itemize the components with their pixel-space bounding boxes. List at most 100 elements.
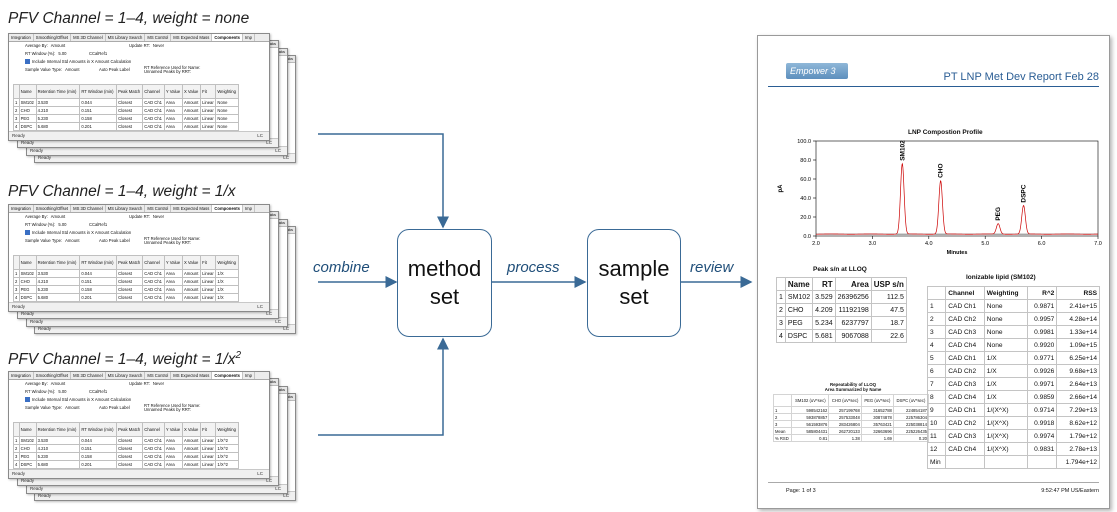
page-number: Page: 1 of 3 bbox=[786, 488, 816, 494]
include-label: Include Internal Std Amounts in X Amount… bbox=[32, 230, 132, 235]
include-checkbox[interactable] bbox=[25, 397, 30, 403]
column-header[interactable]: X Value bbox=[181, 422, 202, 437]
tab-ms-3d-channel[interactable]: MS 3D Channel bbox=[71, 205, 106, 212]
table-cell: 2 bbox=[772, 413, 793, 421]
include-checkbox[interactable] bbox=[25, 59, 30, 65]
tab-ms-library-search[interactable]: MS Library Search bbox=[106, 34, 146, 41]
rt-window-value[interactable]: 5.00 bbox=[58, 222, 67, 227]
tab-ms-expected-mass[interactable]: MS Expected Mass bbox=[171, 372, 213, 379]
update-rt-label: Update RT: bbox=[129, 43, 150, 48]
tab-ms-expected-mass[interactable]: MS Expected Mass bbox=[171, 34, 213, 41]
table-cell: 0.9918 bbox=[1026, 416, 1058, 430]
column-header[interactable]: Retention Time (min) bbox=[35, 84, 81, 99]
column-header[interactable]: Weighting bbox=[215, 422, 239, 437]
rt-window-value[interactable]: 5.00 bbox=[58, 389, 67, 394]
table-cell: 0.81 bbox=[791, 434, 830, 442]
lc-label: LC bbox=[266, 311, 272, 316]
column-header[interactable]: Name bbox=[18, 422, 37, 437]
tab-ms-3d-channel[interactable]: MS 3D Channel bbox=[71, 34, 106, 41]
tab-components[interactable]: Components bbox=[212, 205, 243, 212]
tab-ms-expected-mass[interactable]: MS Expected Mass bbox=[171, 205, 213, 212]
table-cell: PEG bbox=[784, 316, 814, 330]
column-header: Weighting bbox=[983, 286, 1028, 300]
average-by-value[interactable]: Amount bbox=[50, 214, 66, 219]
update-rt-value[interactable]: Never bbox=[152, 43, 165, 48]
tab-integration[interactable]: Integration bbox=[9, 34, 34, 41]
auto-peak-label[interactable]: Auto Peak Label bbox=[99, 238, 130, 243]
status-text: Ready bbox=[21, 140, 35, 145]
column-header[interactable]: Retention Time (min) bbox=[35, 255, 81, 270]
process-label: process bbox=[507, 259, 560, 276]
tab-smoothing-offset[interactable]: Smoothing/Offset bbox=[34, 372, 72, 379]
tab-integration[interactable]: Integration bbox=[9, 372, 34, 379]
status-text: Ready bbox=[12, 471, 26, 476]
update-rt-value[interactable]: Never bbox=[152, 214, 165, 219]
tab-imp[interactable]: Imp bbox=[243, 372, 255, 379]
column-header[interactable]: Channel bbox=[142, 84, 165, 99]
table-cell: Min bbox=[926, 455, 947, 469]
review-label: review bbox=[690, 259, 734, 276]
tab-components[interactable]: Components bbox=[212, 372, 243, 379]
column-header[interactable]: Name bbox=[18, 84, 37, 99]
include-checkbox[interactable] bbox=[25, 230, 30, 236]
tab-ms-control[interactable]: MS Control bbox=[145, 372, 172, 379]
table-cell: DSPC bbox=[18, 293, 37, 302]
column-header[interactable]: Name bbox=[18, 255, 37, 270]
table-cell: 257533048 bbox=[828, 413, 862, 421]
table-cell: SM102 bbox=[784, 290, 814, 304]
tab-ms-library-search[interactable]: MS Library Search bbox=[106, 372, 146, 379]
update-rt-value[interactable]: Never bbox=[152, 381, 165, 386]
tab-ms-3d-channel[interactable]: MS 3D Channel bbox=[71, 372, 106, 379]
sample-value-select[interactable]: Amount bbox=[65, 405, 80, 410]
tab-imp[interactable]: Imp bbox=[243, 205, 255, 212]
tab-smoothing-offset[interactable]: Smoothing/Offset bbox=[34, 205, 72, 212]
rt-reference-label: RT Reference Used for Name: bbox=[144, 65, 201, 70]
rep-title-1: Repeatability of LLOQ bbox=[829, 382, 877, 387]
include-row: Include Internal Std Amounts in X Amount… bbox=[9, 396, 269, 404]
column-header[interactable]: Peak Match bbox=[116, 422, 144, 437]
lc-label: LC bbox=[257, 133, 263, 138]
sample-value-select[interactable]: Amount bbox=[65, 67, 80, 72]
rt-window-value[interactable]: 5.00 bbox=[58, 51, 67, 56]
auto-peak-label[interactable]: Auto Peak Label bbox=[99, 67, 130, 72]
sample-value-select[interactable]: Amount bbox=[65, 238, 80, 243]
average-by-value[interactable]: Amount bbox=[50, 43, 66, 48]
table-cell: CAD Ch2 bbox=[945, 312, 985, 326]
tab-ms-control[interactable]: MS Control bbox=[145, 34, 172, 41]
column-header[interactable]: Weighting bbox=[215, 255, 239, 270]
column-header[interactable]: Fit bbox=[200, 84, 217, 99]
table-cell: 1.79e+12 bbox=[1056, 429, 1100, 443]
table-cell: 6 bbox=[926, 364, 947, 378]
average-by-value[interactable]: Amount bbox=[50, 381, 66, 386]
tab-components[interactable]: Components bbox=[212, 34, 243, 41]
table-cell: CAD Ch3 bbox=[945, 325, 985, 339]
column-header[interactable]: Fit bbox=[200, 422, 217, 437]
tab-smoothing-offset[interactable]: Smoothing/Offset bbox=[34, 34, 72, 41]
tab-ms-control[interactable]: MS Control bbox=[145, 205, 172, 212]
table-cell: Closest bbox=[116, 122, 144, 131]
table-cell: Closest bbox=[116, 293, 144, 302]
table-cell: 30874878 bbox=[860, 413, 894, 421]
column-header[interactable]: Channel bbox=[142, 255, 165, 270]
column-header[interactable]: RT Window (min) bbox=[79, 422, 118, 437]
tab-integration[interactable]: Integration bbox=[9, 205, 34, 212]
average-by-label: Average By: bbox=[25, 381, 48, 386]
column-header[interactable]: X Value bbox=[181, 84, 202, 99]
table-cell: 8.62e+12 bbox=[1056, 416, 1100, 430]
column-header[interactable]: Weighting bbox=[215, 84, 239, 99]
tab-imp[interactable]: Imp bbox=[243, 34, 255, 41]
table-cell: 5.680 bbox=[35, 293, 81, 302]
lc-label: LC bbox=[283, 155, 289, 160]
peak-section-title: Peak s/n at LLOQ bbox=[813, 266, 867, 273]
auto-peak-label[interactable]: Auto Peak Label bbox=[99, 405, 130, 410]
caption-weight-1-x: PFV Channel = 1–4, weight = 1/x bbox=[8, 183, 236, 200]
tab-ms-library-search[interactable]: MS Library Search bbox=[106, 205, 146, 212]
